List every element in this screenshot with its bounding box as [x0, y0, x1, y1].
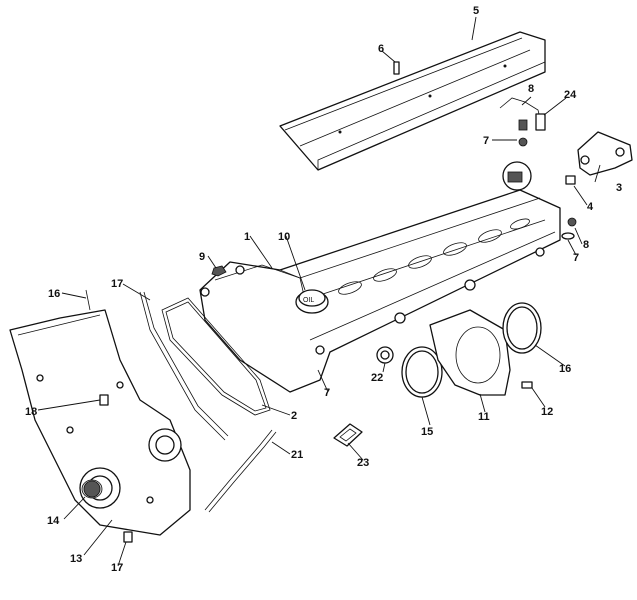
bracket-bolt [565, 175, 576, 185]
outer-seal-16 [502, 302, 542, 354]
housing-bolt-12 [521, 381, 533, 389]
callout-10: 10 [278, 231, 290, 243]
callout-8-upper: 8 [528, 83, 534, 95]
o-ring-22 [376, 346, 394, 364]
callout-22: 22 [371, 372, 383, 384]
callout-8-right: 8 [583, 239, 589, 251]
rear-seal-housing [429, 309, 511, 396]
leader-lines [37, 16, 601, 567]
callout-7-right: 7 [573, 252, 579, 264]
callout-24: 24 [564, 89, 577, 101]
small-gasket-23 [333, 423, 363, 447]
callout-7-upper: 7 [483, 135, 489, 147]
engine-cover [279, 31, 546, 171]
callout-7-lower: 7 [324, 387, 330, 399]
callout-16-label: 16 [559, 363, 571, 375]
callout-20: 17 [111, 278, 123, 290]
callout-9: 9 [199, 251, 205, 263]
front-crank-seal [83, 480, 101, 498]
timing-cover [9, 309, 191, 536]
callout-21: 21 [291, 449, 303, 461]
cover-bolt-right [561, 217, 577, 240]
callout-6: 6 [378, 43, 384, 55]
callout-15: 15 [421, 426, 433, 438]
oil-filler-cap: OIL [295, 289, 329, 314]
callout-4: 4 [587, 201, 594, 213]
callout-labels: 5 6 8 24 7 3 4 8 7 1 10 9 17 16 2 7 22 1… [25, 5, 622, 574]
callout-14-final: 14 [47, 515, 60, 527]
cam-cover-ports [338, 218, 530, 295]
callout-19: 16 [48, 288, 60, 300]
callout-5: 5 [473, 5, 479, 17]
dowel-19 [85, 289, 91, 311]
bolt-9 [211, 265, 227, 277]
cam-cover-gasket [161, 297, 271, 416]
callout-18: 18 [25, 406, 37, 418]
callout-17: 17 [111, 562, 123, 574]
mounting-bracket [577, 131, 633, 176]
camshaft-sensor [499, 97, 546, 191]
timing-cover-gasket [204, 429, 277, 513]
callout-12-label: 12 [541, 406, 553, 418]
seal-ring-15 [401, 346, 443, 398]
callout-1: 1 [244, 231, 250, 243]
side-gasket [139, 291, 229, 441]
cover-stud [393, 61, 400, 75]
callout-23: 23 [357, 457, 369, 469]
timing-cover-bolt [123, 531, 133, 543]
callout-11: 11 [478, 411, 490, 423]
oil-cap-label: OIL [303, 297, 314, 304]
callout-2: 2 [291, 410, 297, 422]
callout-3: 3 [616, 182, 622, 194]
callout-13: 13 [70, 553, 82, 565]
cam-cover [199, 189, 561, 393]
